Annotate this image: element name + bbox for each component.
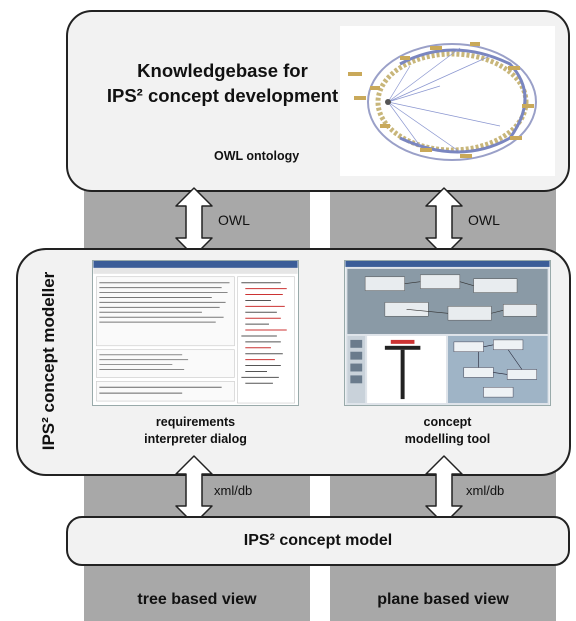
tree-based-view-label: tree based view — [137, 591, 257, 608]
owl-label-left: OWL — [218, 212, 250, 228]
concept-modelling-tool-screenshot — [344, 260, 551, 406]
concept-modeller-title-text: IPS² concept modeller — [39, 271, 58, 451]
knowledgebase-title-line2: IPS² concept development — [106, 85, 339, 106]
concept-modelling-tool-caption: concept modelling tool — [344, 414, 551, 448]
requirements-interpreter-caption-line2: interpreter dialog — [144, 432, 247, 446]
concept-model-box — [66, 516, 570, 566]
requirements-interpreter-caption-line1: requirements — [155, 415, 236, 429]
owl-label-right: OWL — [468, 212, 500, 228]
xml-db-label-left: xml/db — [214, 483, 253, 498]
concept-modeller-title: IPS² concept modeller — [14, 262, 84, 460]
knowledgebase-title-line1: Knowledgebase for — [137, 60, 308, 81]
requirements-interpreter-screenshot — [92, 260, 299, 406]
knowledgebase-title: Knowledgebase for IPS² concept developme… — [100, 58, 345, 108]
plane-based-view-label: plane based view — [377, 591, 509, 608]
concept-modelling-tool-caption-line2: modelling tool — [404, 432, 491, 446]
xml-db-label-right: xml/db — [466, 483, 505, 498]
owl-ontology-label: OWL ontology — [214, 149, 300, 163]
requirements-interpreter-caption: requirements interpreter dialog — [92, 414, 299, 448]
concept-modelling-tool-caption-line1: concept — [423, 415, 472, 429]
ontology-graph-image — [340, 26, 555, 176]
concept-model-title: IPS² concept model — [243, 532, 393, 549]
